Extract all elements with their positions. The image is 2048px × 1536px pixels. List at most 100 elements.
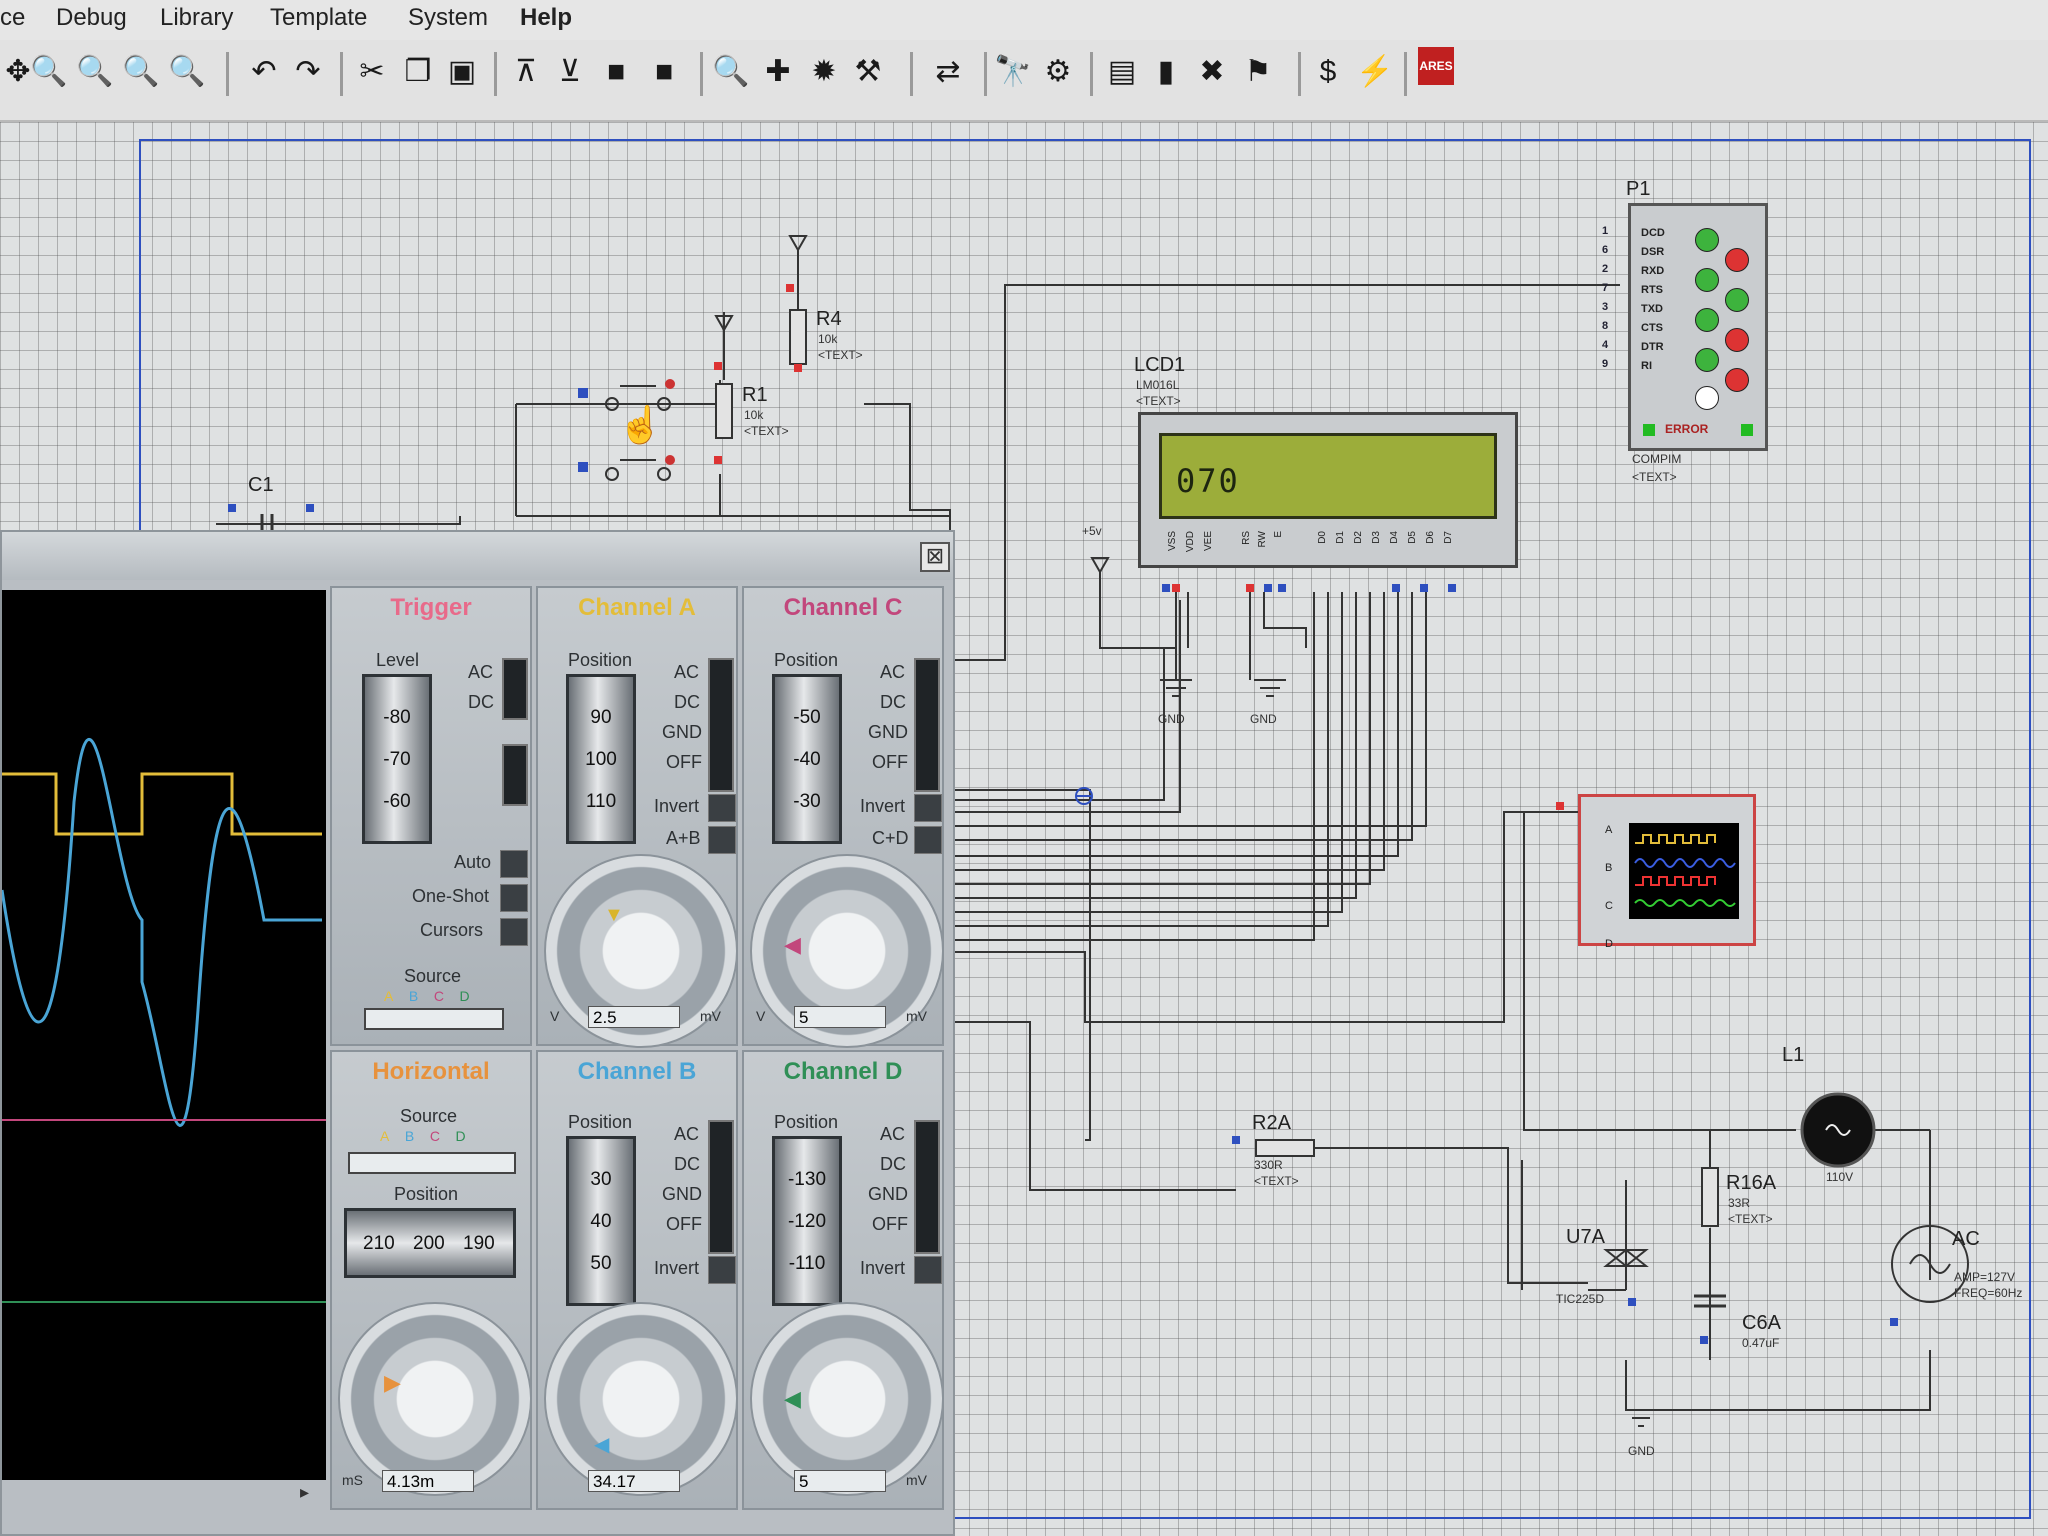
- tick: 30: [590, 1169, 612, 1190]
- source-d: D: [459, 988, 470, 1004]
- trigger-panel: Trigger Level -80 -70 -60 AC DC Auto One…: [330, 586, 532, 1046]
- tick: -130: [787, 1169, 827, 1190]
- toolbar-separator: [340, 52, 343, 96]
- search-tag-icon[interactable]: 🔭: [994, 55, 1032, 88]
- channel-c-unit-v: V: [756, 1008, 766, 1024]
- channel-d-invert-button[interactable]: [914, 1256, 942, 1284]
- block-move-icon[interactable]: ⊻: [559, 55, 581, 88]
- channel-c-combine-button[interactable]: [914, 826, 942, 854]
- channel-b-position-scale[interactable]: 30 40 50: [566, 1136, 636, 1306]
- channel-a-position-scale[interactable]: 90 100 110: [566, 674, 636, 844]
- horizontal-readout[interactable]: 4.13m: [382, 1470, 474, 1492]
- move-icon[interactable]: ✥: [5, 55, 31, 88]
- channel-c-invert-button[interactable]: [914, 794, 942, 822]
- block-rotate-icon[interactable]: ■: [606, 55, 626, 88]
- menu-debug[interactable]: Debug: [56, 4, 127, 31]
- channel-d-position-scale[interactable]: -130 -120 -110: [772, 1136, 842, 1306]
- copy-icon[interactable]: ❐: [404, 55, 432, 88]
- pick-device-icon[interactable]: 🔍: [712, 55, 750, 88]
- menu-library[interactable]: Library: [160, 4, 234, 31]
- lcd-vcc-label: +5v: [1082, 524, 1102, 538]
- wire-autorouter-icon[interactable]: ⇄: [935, 55, 961, 88]
- property-tool-icon[interactable]: ⚙: [1044, 55, 1072, 88]
- channel-b-volts-knob[interactable]: [544, 1302, 738, 1496]
- trace-a: [2, 772, 322, 836]
- trigger-coupling-switch[interactable]: [502, 658, 528, 720]
- channel-a-readout[interactable]: 2.5: [588, 1006, 680, 1028]
- lcd-module[interactable]: 070 VSS VDD VEE RS RW E D0 D1 D2 D3 D4 D…: [1138, 412, 1518, 568]
- channel-c-coupling-switch[interactable]: [914, 658, 940, 792]
- netlist-transfer-icon[interactable]: ⚑: [1244, 55, 1272, 88]
- r4-label: R4: [816, 308, 842, 330]
- lcd-model: LM016L: [1136, 378, 1180, 392]
- channel-d-coupling-switch[interactable]: [914, 1120, 940, 1254]
- package-icon[interactable]: ✹: [811, 55, 837, 88]
- auto-button[interactable]: [500, 850, 528, 878]
- cursors-button[interactable]: [500, 918, 528, 946]
- tick: -70: [383, 749, 411, 770]
- channel-b-invert-button[interactable]: [708, 1256, 736, 1284]
- make-device-icon[interactable]: ✚: [765, 55, 791, 88]
- trigger-source-slider[interactable]: [364, 1008, 504, 1030]
- mini-scope-traces: [1634, 834, 1736, 907]
- trace-b: [0, 738, 322, 1127]
- source-b: B: [408, 988, 419, 1004]
- close-button[interactable]: ⊠: [920, 542, 950, 572]
- channel-b-readout[interactable]: 34.17: [588, 1470, 680, 1492]
- scroll-right-icon[interactable]: ▸: [300, 1482, 310, 1502]
- trigger-level-scale[interactable]: -80 -70 -60: [362, 674, 432, 844]
- channel-c-unit-mv: mV: [906, 1008, 927, 1024]
- channel-d-readout[interactable]: 5: [794, 1470, 886, 1492]
- one-shot-button[interactable]: [500, 884, 528, 912]
- channel-b-coupling-switch[interactable]: [708, 1120, 734, 1254]
- dollar-icon[interactable]: $: [1319, 55, 1337, 88]
- electrical-check-icon[interactable]: ✖: [1199, 55, 1225, 88]
- channel-c-gnd: GND: [868, 722, 908, 742]
- led-ri: [1725, 368, 1749, 392]
- channel-a-coupling-switch[interactable]: [708, 658, 734, 792]
- p1-pin-cts: CTS: [1641, 322, 1663, 334]
- undo-icon[interactable]: ↶: [251, 55, 277, 88]
- lcd-text: <TEXT>: [1136, 394, 1181, 408]
- paste-icon[interactable]: ▣: [447, 55, 477, 88]
- block-copy-icon[interactable]: ⊼: [515, 55, 537, 88]
- compim-p1[interactable]: DCD DSR RXD RTS TXD CTS DTR RI ERROR: [1628, 203, 1768, 451]
- zoom-out-icon[interactable]: 🔍: [76, 55, 114, 88]
- ac-freq: FREQ=60Hz: [1954, 1286, 2023, 1300]
- ac-amp: AMP=127V: [1954, 1270, 2016, 1284]
- channel-a-invert-button[interactable]: [708, 794, 736, 822]
- horizontal-time-knob[interactable]: [338, 1302, 532, 1496]
- decompose-icon[interactable]: ⚒: [854, 55, 882, 88]
- lcd-screen: 070: [1159, 433, 1497, 519]
- menu-template[interactable]: Template: [270, 4, 368, 31]
- channel-c-position-scale[interactable]: -50 -40 -30: [772, 674, 842, 844]
- bill-icon[interactable]: ▮: [1157, 55, 1175, 88]
- trigger-edge-switch[interactable]: [502, 744, 528, 806]
- hand-cursor-icon: ☝: [618, 404, 663, 445]
- menu-source[interactable]: ce: [0, 4, 26, 31]
- oscilloscope-titlebar[interactable]: ⊠: [2, 532, 953, 580]
- menu-help[interactable]: Help: [520, 4, 573, 31]
- oscilloscope-instrument[interactable]: A B C D: [1578, 794, 1756, 950]
- channel-c-readout[interactable]: 5: [794, 1006, 886, 1028]
- zoom-in-icon[interactable]: 🔍: [30, 55, 68, 88]
- annotate-icon[interactable]: ⚡: [1356, 55, 1394, 88]
- zoom-area-icon[interactable]: 🔍: [168, 55, 206, 88]
- c6a-ref: C6A: [1742, 1312, 1781, 1334]
- horizontal-source-slider[interactable]: [348, 1152, 516, 1174]
- netlist-icon[interactable]: ▤: [1107, 55, 1137, 88]
- scope-input-d: D: [1605, 938, 1613, 950]
- channel-c-panel: Channel C Position -50 -40 -30 AC DC GND…: [742, 586, 944, 1048]
- ares-icon[interactable]: ARES: [1418, 47, 1454, 85]
- cut-icon[interactable]: ✂: [359, 55, 385, 88]
- block-delete-icon[interactable]: ■: [654, 55, 674, 88]
- channel-a-combine-button[interactable]: [708, 826, 736, 854]
- redo-icon[interactable]: ↷: [295, 55, 321, 88]
- horizontal-sources: A B C D: [380, 1128, 466, 1144]
- channel-d-volts-knob[interactable]: [750, 1302, 944, 1496]
- menu-system[interactable]: System: [408, 4, 489, 31]
- zoom-all-icon[interactable]: 🔍: [122, 55, 160, 88]
- channel-a-combine-label: A+B: [666, 828, 701, 848]
- horizontal-position-scale[interactable]: 210 200 190: [344, 1208, 516, 1278]
- led-txd: [1695, 308, 1719, 332]
